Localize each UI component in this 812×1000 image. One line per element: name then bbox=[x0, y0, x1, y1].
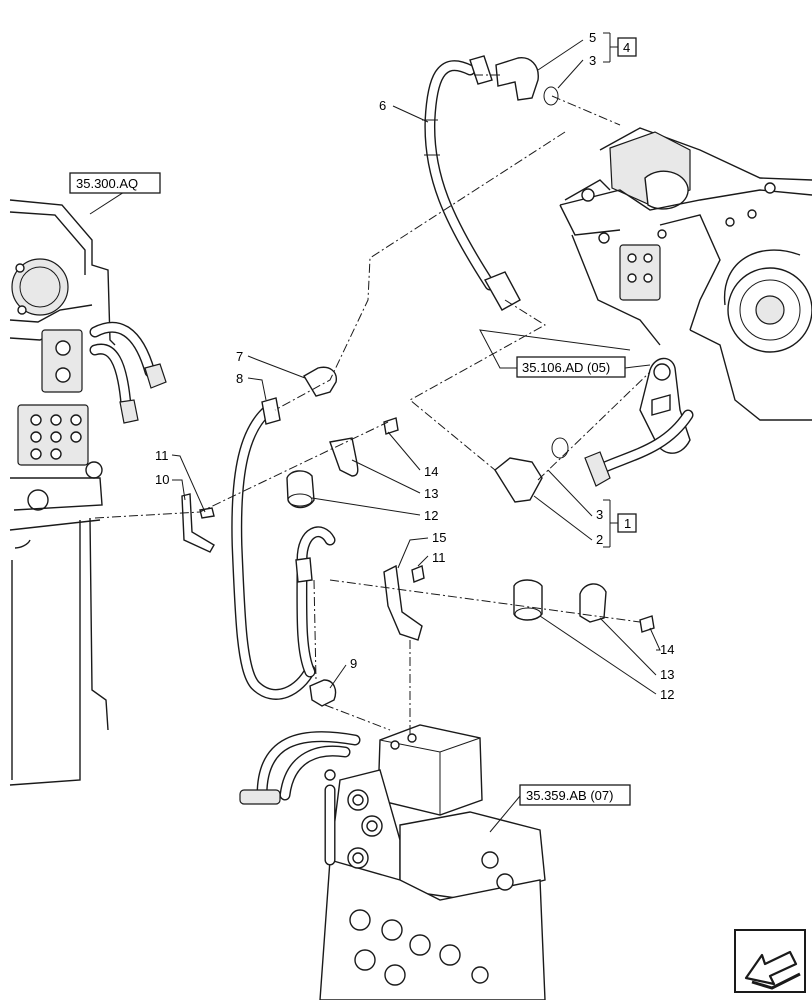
elbow-fitting-7 bbox=[303, 366, 337, 397]
callout-7: 7 bbox=[236, 349, 243, 364]
bolt-11-a bbox=[199, 507, 215, 519]
callout-12-b: 12 bbox=[660, 687, 674, 702]
hose-6 bbox=[422, 55, 521, 311]
reference-boxes: 35.300.AQ 35.106.AD (05) 35.359.AB (07) bbox=[69, 172, 631, 806]
callout-14-a: 14 bbox=[424, 464, 438, 479]
callout-14-b: 14 bbox=[660, 642, 674, 657]
elbow-fitting-5 bbox=[495, 57, 539, 101]
callout-12-a: 12 bbox=[424, 508, 438, 523]
ref-35106AD: 35.106.AD (05) bbox=[522, 360, 610, 375]
clamp-13-a bbox=[329, 437, 359, 477]
ref-box-35359AB bbox=[519, 784, 631, 806]
view-direction-arrow-icon bbox=[734, 929, 806, 993]
fitting-2 bbox=[494, 457, 543, 503]
ref-35300AQ: 35.300.AQ bbox=[76, 176, 138, 191]
callout-6: 6 bbox=[379, 98, 386, 113]
callout-9: 9 bbox=[350, 656, 357, 671]
callout-1: 1 bbox=[624, 516, 631, 531]
bracket-10 bbox=[181, 493, 215, 553]
callout-1-box bbox=[617, 513, 637, 533]
assembly-lines bbox=[94, 74, 651, 735]
callout-11-a: 11 bbox=[155, 448, 169, 463]
callout-2: 2 bbox=[596, 532, 603, 547]
elbow-fitting-9 bbox=[309, 679, 337, 707]
callout-8: 8 bbox=[236, 371, 243, 386]
callout-4-box bbox=[617, 37, 637, 57]
callout-13-b: 13 bbox=[660, 667, 674, 682]
callout-13-a: 13 bbox=[424, 486, 438, 501]
callout-3-top: 3 bbox=[589, 53, 596, 68]
callout-11-b: 11 bbox=[432, 550, 446, 565]
clamp-13-b bbox=[579, 583, 607, 623]
hose-9-line bbox=[295, 526, 336, 678]
left-tank-assembly bbox=[9, 199, 167, 786]
ref-box-35106AD bbox=[516, 356, 626, 378]
bolt-14-a bbox=[383, 417, 399, 435]
callout-10: 10 bbox=[155, 472, 169, 487]
bottom-valve-assembly bbox=[239, 724, 546, 1000]
right-pump-assembly bbox=[559, 127, 812, 487]
callout-labels: 5 3 4 6 7 8 14 13 12 11 10 3 2 1 15 11 1… bbox=[155, 30, 674, 702]
o-ring-3-mid bbox=[551, 437, 569, 459]
grommet-12-b bbox=[513, 579, 543, 621]
callout-4: 4 bbox=[623, 40, 630, 55]
bolt-14-b bbox=[639, 615, 655, 633]
bolt-11-b bbox=[411, 565, 425, 583]
hose-8 bbox=[231, 397, 316, 700]
o-ring-3-top bbox=[543, 86, 559, 106]
callout-5: 5 bbox=[589, 30, 596, 45]
callout-15: 15 bbox=[432, 530, 446, 545]
ref-box-35300AQ bbox=[69, 172, 161, 194]
grommet-12-a bbox=[286, 470, 315, 509]
ref-35359AB: 35.359.AB (07) bbox=[526, 788, 613, 803]
callout-leaders bbox=[89, 32, 661, 833]
bracket-15 bbox=[383, 564, 423, 641]
callout-3-mid: 3 bbox=[596, 507, 603, 522]
